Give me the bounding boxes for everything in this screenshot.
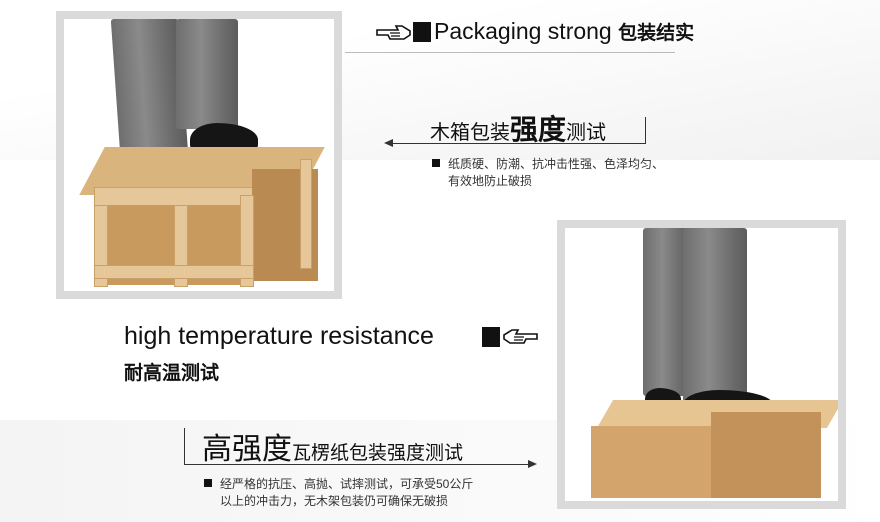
pointing-hand-left-icon (503, 329, 538, 344)
wood-title-arrow-line (392, 143, 646, 144)
bullet-square-icon (413, 22, 431, 42)
crate-post-back (300, 159, 312, 269)
bullet-square-icon (432, 159, 440, 167)
packaging-strong-heading: Packaging strong 包装结实 (434, 18, 694, 45)
wood-crate-test-title: 木箱包装强度测试 (430, 108, 606, 148)
crate-slat-bottom (94, 265, 254, 279)
carton-note-line2: 以上的冲击力，无木架包装仍可确保无破损 (220, 494, 449, 508)
carton-title-arrow-line (184, 464, 528, 465)
packaging-strong-en: Packaging strong (434, 18, 612, 44)
packaging-strong-cn: 包装结实 (618, 23, 695, 44)
high-temp-heading: high temperature resistance (124, 322, 434, 351)
wood-title-emphasis: 强度 (510, 114, 567, 145)
wooden-crate-photo-frame (56, 11, 342, 299)
left-arrow-icon (384, 139, 393, 147)
crate-post-right (240, 195, 254, 287)
carton-test-title: 高强度瓦楞纸包装强度测试 (202, 424, 463, 468)
right-shoe (190, 123, 258, 151)
carton-front (591, 426, 711, 498)
wood-note-line1: 纸质硬、防潮、抗冲击性强、色泽均匀、 (448, 157, 665, 171)
wood-test-note: 纸质硬、防潮、抗冲击性强、色泽均匀、 有效地防止破损 (432, 156, 664, 190)
carton-side (711, 412, 821, 498)
bullet-square-icon (204, 479, 212, 487)
carton-title-emphasis: 高强度 (202, 433, 292, 466)
carton-title-vertical-rule (184, 428, 185, 464)
wood-title-vertical-rule (645, 117, 646, 143)
crate-slat-top (94, 187, 254, 207)
right-leg (683, 228, 747, 406)
high-temp-en: high temperature resistance (124, 322, 434, 350)
wood-title-prefix: 木箱包装 (430, 122, 510, 144)
right-leg (176, 19, 238, 129)
wood-title-suffix: 测试 (566, 122, 607, 144)
wooden-crate-photo (64, 19, 334, 291)
right-arrow-icon (528, 460, 537, 468)
carton-title-suffix: 瓦楞纸包装强度测试 (292, 443, 464, 464)
carton-photo (565, 228, 838, 501)
carton-note-line1: 经严格的抗压、高抛、试摔测试，可承受50公斤 (220, 477, 474, 491)
pointing-hand-right-icon (376, 25, 411, 40)
carton-test-note: 经严格的抗压、高抛、试摔测试，可承受50公斤 以上的冲击力，无木架包装仍可确保无… (204, 476, 473, 510)
header-divider (345, 52, 675, 53)
carton-photo-frame (557, 220, 846, 509)
wood-note-line2: 有效地防止破损 (448, 174, 533, 188)
high-temp-cn: 耐高温测试 (124, 363, 220, 384)
bullet-square-icon (482, 327, 500, 347)
